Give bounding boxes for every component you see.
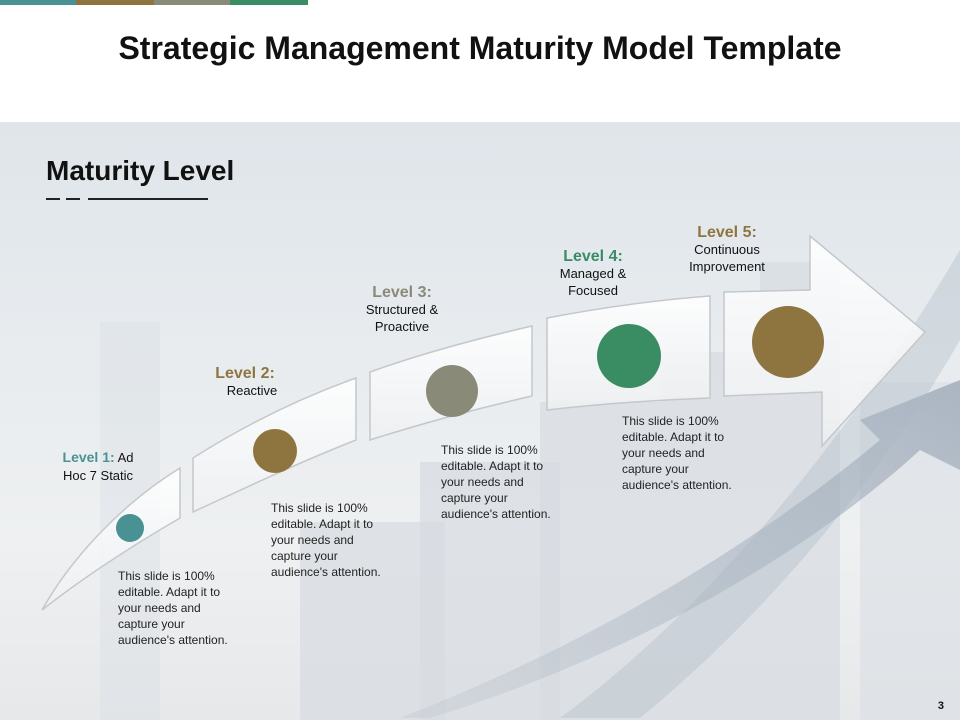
top-color-bars <box>0 0 960 5</box>
level-3-title: Level 3: <box>372 284 432 301</box>
background-sweep-arrow <box>400 380 960 718</box>
header <box>0 0 960 122</box>
level-2-description: This slide is 100% editable. Adapt it to… <box>271 501 381 579</box>
level-3-name: Structured & Proactive <box>365 302 439 334</box>
level-2-title: Level 2: <box>215 365 275 382</box>
level-5-title: Level 5: <box>697 224 757 241</box>
page-number: 3 <box>937 700 944 712</box>
level-4-title: Level 4: <box>563 248 623 265</box>
segment-level-5-arrow <box>723 234 927 448</box>
level-2-label-block: Level 2: Reactive <box>190 365 300 399</box>
level-1-circle <box>116 514 144 542</box>
subtitle-underline <box>88 198 208 200</box>
level-2-name: Reactive <box>226 383 278 398</box>
level-1-description: This slide is 100% editable. Adapt it to… <box>118 569 228 647</box>
level-4-circle <box>597 324 661 388</box>
level-1-name: Ad Hoc 7 Static <box>62 450 134 483</box>
city-background <box>0 122 960 720</box>
level-4-name: Managed & Focused <box>559 266 627 298</box>
subtitle-underline <box>66 198 80 200</box>
level-3-label-block: Level 3: Structured & Proactive <box>352 284 452 335</box>
section-subtitle: Maturity Level <box>46 155 235 186</box>
level-1-title: Level 1: <box>62 449 115 465</box>
level-3-circle <box>426 365 478 417</box>
level-3-description: This slide is 100% editable. Adapt it to… <box>441 443 551 521</box>
level-2-circle <box>253 429 297 473</box>
segment-level-1 <box>41 466 181 611</box>
level-5-name: Continuous Improvement <box>689 242 765 274</box>
level-5-circle <box>752 306 824 378</box>
level-1-label-block: Level 1: Ad Hoc 7 Static <box>52 448 144 485</box>
page-title: Strategic Management Maturity Model Temp… <box>118 30 842 66</box>
level-5-label-block: Level 5: Continuous Improvement <box>680 224 774 275</box>
level-4-description: This slide is 100% editable. Adapt it to… <box>622 414 732 492</box>
subtitle-underline <box>46 198 60 200</box>
level-4-label-block: Level 4: Managed & Focused <box>548 248 638 299</box>
